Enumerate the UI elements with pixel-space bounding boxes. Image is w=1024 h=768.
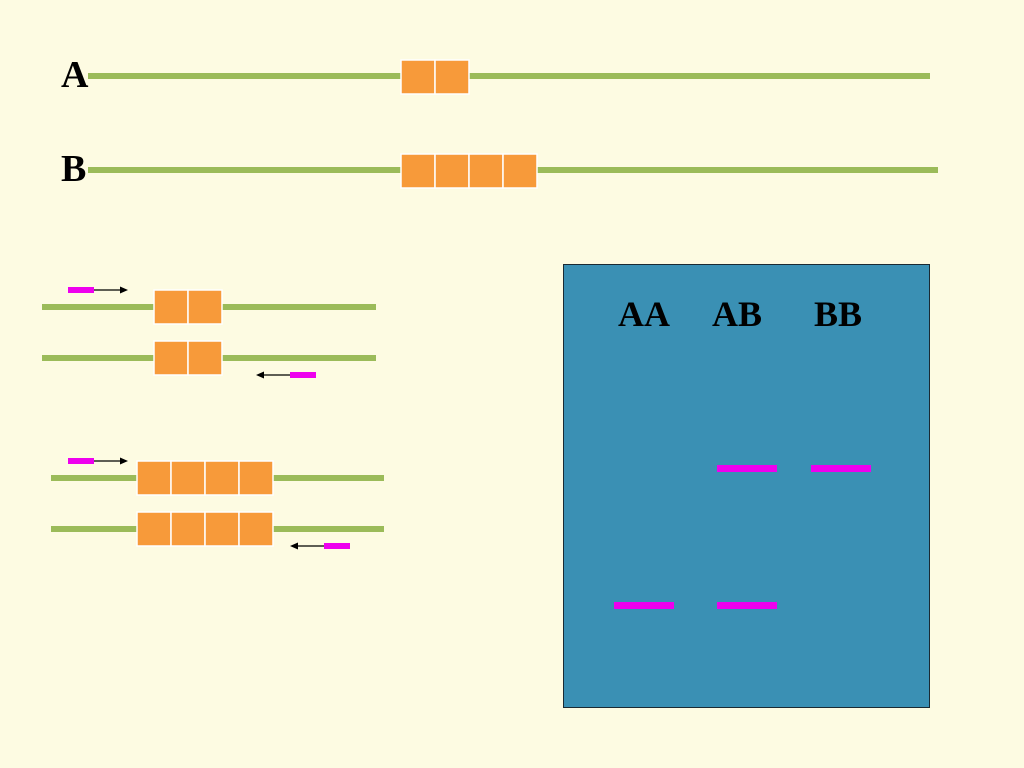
repeat-unit: [187, 289, 223, 325]
forward-primer: [68, 287, 94, 293]
reverse-primer: [324, 543, 350, 549]
allele-a-label: A: [61, 54, 89, 96]
band-ab-short: [717, 602, 777, 609]
gel-background: [563, 264, 930, 708]
lane-label-ab: AB: [711, 294, 762, 334]
reverse-arrowhead: [256, 371, 264, 379]
band-ab-long: [717, 465, 777, 472]
repeat-unit: [238, 460, 274, 496]
repeat-unit: [238, 511, 274, 547]
repeat-unit: [434, 59, 470, 95]
lane-label-bb: BB: [813, 294, 863, 334]
forward-primer: [68, 458, 94, 464]
repeat-block: [400, 59, 470, 95]
repeat-unit: [468, 153, 504, 189]
band-aa-short: [614, 602, 674, 609]
repeat-unit: [187, 340, 223, 376]
repeat-unit: [170, 511, 206, 547]
reverse-arrowhead: [290, 542, 298, 550]
lane-label-aa: AA: [618, 294, 670, 334]
repeat-unit: [502, 153, 538, 189]
repeat-unit: [136, 460, 172, 496]
gel-panel: [563, 264, 930, 708]
repeat-unit: [153, 340, 189, 376]
repeat-unit: [136, 511, 172, 547]
forward-arrowhead: [120, 457, 128, 465]
repeat-unit: [400, 59, 436, 95]
gel-bands: [614, 465, 871, 609]
pcr-allele-a: [42, 286, 376, 379]
repeat-block: [400, 153, 538, 189]
allele-a-strand: [88, 59, 930, 95]
repeat-unit: [170, 460, 206, 496]
repeat-unit: [434, 153, 470, 189]
forward-arrowhead: [120, 286, 128, 294]
band-bb-long: [811, 465, 871, 472]
pcr-allele-b: [51, 457, 384, 550]
repeat-unit: [204, 511, 240, 547]
allele-b-label: B: [61, 148, 87, 190]
repeat-unit: [153, 289, 189, 325]
repeat-unit: [400, 153, 436, 189]
allele-b-strand: [88, 153, 938, 189]
repeat-unit: [204, 460, 240, 496]
reverse-primer: [290, 372, 316, 378]
